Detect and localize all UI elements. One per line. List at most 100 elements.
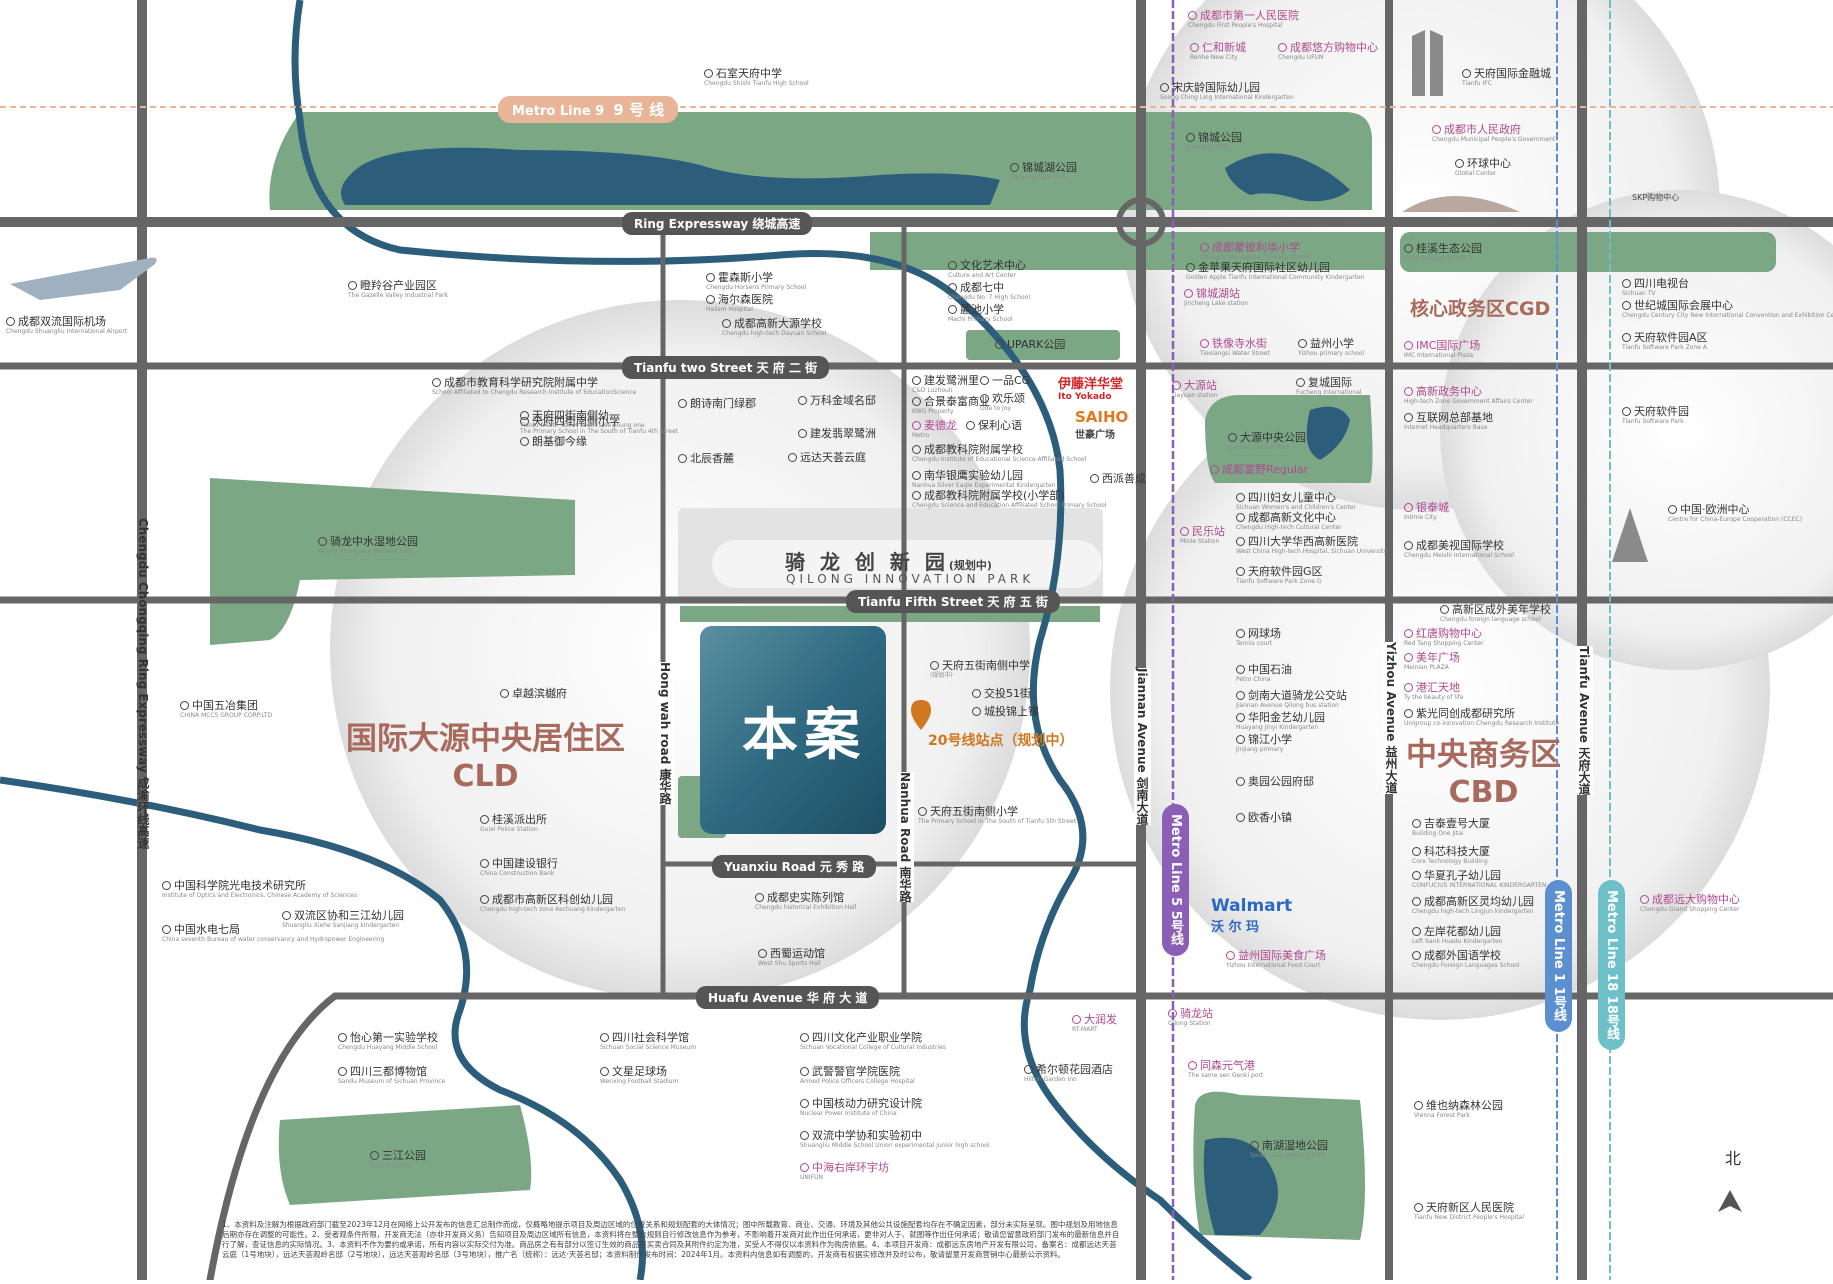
poi-label[interactable]: UPARK公园 (995, 339, 1065, 351)
poi-label[interactable]: 北辰香麓 (678, 453, 734, 465)
poi-label[interactable]: 一品CG (980, 375, 1030, 387)
poi-label[interactable]: 朗基御今缘 (520, 436, 587, 448)
poi-label[interactable]: 万科金域名邸 (798, 395, 876, 407)
poi-label[interactable]: 西派善成 (1090, 473, 1146, 485)
poi-label[interactable]: 成都富野Regular (1210, 464, 1308, 476)
poi-label[interactable]: 远达天荟云庭 (788, 452, 866, 464)
poi-label[interactable]: 保利心语 (966, 420, 1022, 432)
poi-label[interactable]: 天府五街南侧中学(规划中) (930, 660, 1030, 679)
poi-label[interactable]: 成都教科院附属学校(小学部)Chengdu Science and Educat… (912, 490, 1106, 509)
poi-label[interactable]: 城投锦上锦 (972, 706, 1039, 718)
project-title[interactable]: 本案 (742, 703, 866, 768)
poi-label[interactable]: 欧香小镇 (1236, 812, 1292, 824)
poi-label[interactable]: 建发翡翠鹭洲 (798, 428, 876, 440)
poi-label[interactable]: 朗诗南门绿郡 (678, 398, 756, 410)
poi-label[interactable]: 卓越滨樾府 (500, 688, 567, 700)
